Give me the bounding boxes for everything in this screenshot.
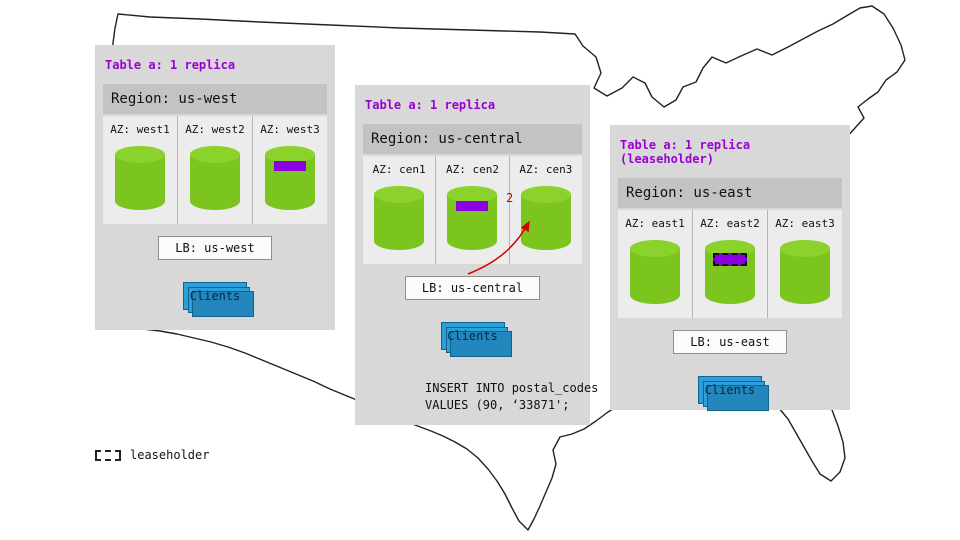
- az-cell: AZ: east1: [618, 210, 693, 318]
- clients-box: Clients: [698, 376, 769, 411]
- az-label: AZ: east1: [625, 217, 685, 230]
- load-balancer-box: LB: us-east: [673, 330, 787, 354]
- database-icon: [374, 186, 425, 250]
- sql-line: VALUES (90, ‘33871';: [425, 397, 570, 412]
- database-icon: [630, 240, 680, 304]
- az-cell: AZ: cen1: [363, 156, 437, 264]
- database-icon: [780, 240, 830, 304]
- az-cell: AZ: cen2: [436, 156, 510, 264]
- az-cell: AZ: west3: [253, 116, 327, 224]
- az-cell: AZ: east2: [693, 210, 768, 318]
- region-panel-us-east: Table a: 1 replica (leaseholder) Region:…: [610, 125, 850, 411]
- clients-box: Clients: [183, 282, 254, 317]
- replica-marker: [274, 161, 306, 171]
- sql-line: INSERT INTO postal_codes: [425, 381, 599, 395]
- replica-marker: [456, 201, 489, 211]
- region-panel-us-west: Table a: 1 replica Region: us-west AZ: w…: [95, 45, 335, 330]
- database-icon: [520, 186, 571, 250]
- az-label: AZ: west1: [110, 123, 170, 136]
- arrow-step-label: 2: [506, 191, 514, 205]
- clients-box: Clients: [440, 322, 512, 357]
- az-cell: AZ: west2: [178, 116, 253, 224]
- az-cell: AZ: cen3: [510, 156, 582, 264]
- az-row: AZ: west1 AZ: west2 AZ: west3: [103, 116, 327, 224]
- leaseholder-marker: [713, 253, 747, 266]
- database-icon: [190, 146, 240, 210]
- sql-statement: INSERT INTO postal_codes VALUES (90, ‘33…: [425, 380, 599, 414]
- leaseholder-legend: leaseholder: [95, 448, 209, 462]
- az-label: AZ: west2: [185, 123, 245, 136]
- az-label: AZ: cen3: [519, 163, 573, 176]
- load-balancer-box: LB: us-central: [404, 276, 541, 300]
- load-balancer-box: LB: us-west: [158, 236, 272, 260]
- az-cell: AZ: east3: [768, 210, 842, 318]
- az-label: AZ: cen1: [372, 163, 426, 176]
- az-label: AZ: west3: [260, 123, 320, 136]
- az-label: AZ: cen2: [446, 163, 499, 176]
- region-label: Region: us-west: [103, 84, 327, 114]
- region-panel-us-central: Table a: 1 replica Region: us-central AZ…: [355, 85, 599, 425]
- region-label: Region: us-central: [363, 124, 582, 154]
- az-cell: AZ: west1: [103, 116, 178, 224]
- table-replica-label: Table a: 1 replica: [365, 98, 496, 112]
- region-label: Region: us-east: [618, 178, 842, 208]
- table-replica-label: Table a: 1 replica (leaseholder): [620, 138, 751, 166]
- az-label: AZ: east2: [700, 217, 760, 230]
- table-replica-label: Table a: 1 replica: [105, 58, 236, 72]
- database-icon: [705, 240, 755, 304]
- database-icon: [115, 146, 165, 210]
- database-icon: [265, 146, 315, 210]
- az-label: AZ: east3: [775, 217, 835, 230]
- database-icon: [447, 186, 498, 250]
- legend-label: leaseholder: [130, 448, 210, 462]
- az-row: AZ: cen1 AZ: cen2 AZ: cen3: [363, 156, 582, 264]
- leaseholder-legend-swatch: [95, 449, 121, 461]
- az-row: AZ: east1 AZ: east2 AZ: east3: [618, 210, 842, 318]
